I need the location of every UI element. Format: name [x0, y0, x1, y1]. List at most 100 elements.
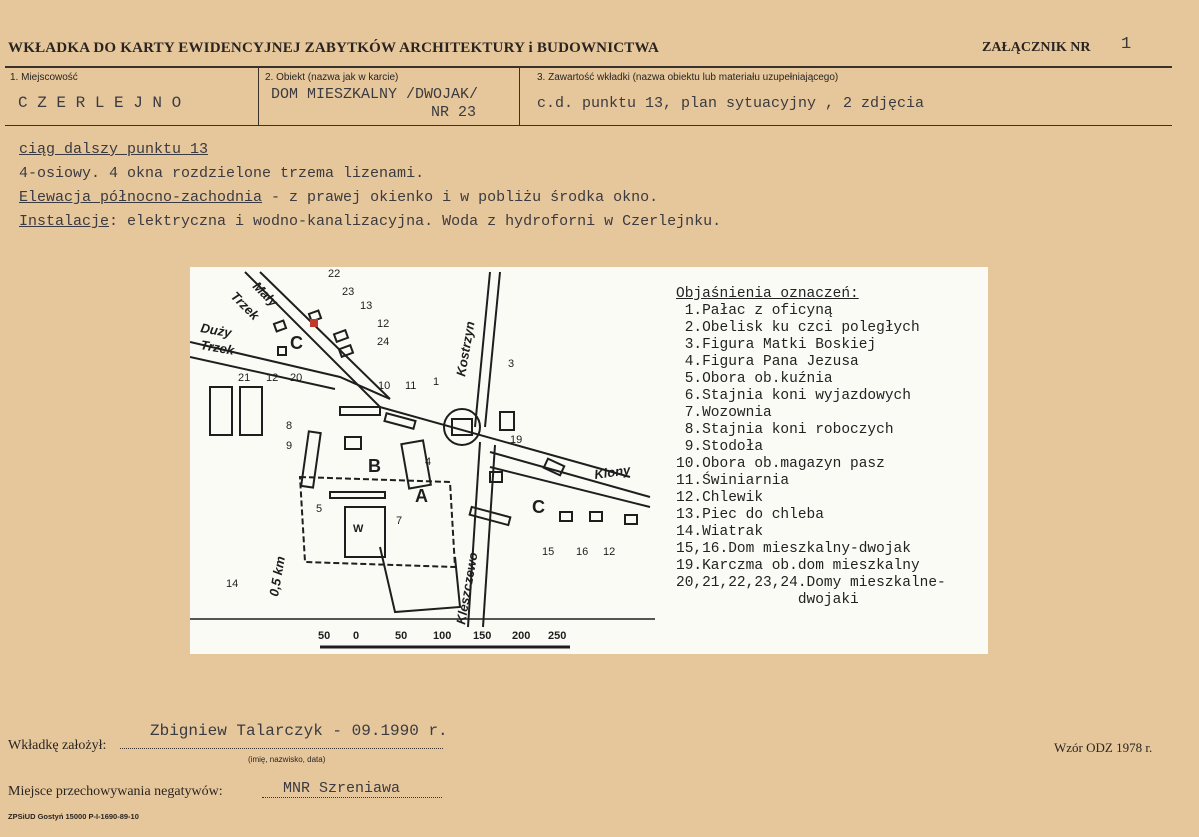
building-5	[329, 491, 386, 499]
legend-item: 20,21,22,23,24.Domy mieszkalne-	[676, 575, 946, 591]
label-area-c-east: C	[532, 497, 545, 517]
form-model: Wzór ODZ 1978 r.	[1054, 740, 1153, 755]
farm-yard-boundary	[298, 475, 457, 569]
road-maly-trzek-edge	[259, 271, 391, 400]
legend-title: Objaśnienia oznaczeń:	[676, 286, 859, 302]
label-11: 11	[405, 380, 416, 392]
scale-tick-100: 100	[433, 630, 451, 642]
negatives-line	[262, 797, 442, 798]
road-kleszczewo	[467, 441, 481, 628]
road-klony-edge	[489, 466, 651, 508]
legend-item: 11.Świniarnia	[676, 473, 790, 489]
body-line-3-heading: Elewacja północno-zachodnia	[19, 189, 263, 206]
label-24: 24	[377, 336, 389, 348]
body-line-1: ciąg dalszy punktu 13	[19, 141, 209, 158]
legend-item: 3.Figura Matki Boskiej	[676, 337, 877, 353]
label-3: 3	[508, 358, 514, 370]
legend-item: dwojaki	[676, 592, 859, 608]
building-21	[209, 386, 233, 436]
scale-tick-250: 250	[548, 630, 566, 642]
label-20: 20	[290, 372, 302, 384]
road-klony	[489, 451, 651, 498]
park-boundary	[379, 546, 462, 614]
legend-item: 19.Karczma ob.dom mieszkalny	[676, 558, 920, 574]
label-7: 7	[396, 515, 402, 527]
building-22	[272, 319, 288, 333]
founder-label: Wkładkę założył:	[8, 738, 107, 753]
label-5: 5	[316, 503, 322, 515]
annex-label: ZAŁĄCZNIK NR	[982, 40, 1091, 55]
label-13: 13	[360, 300, 372, 312]
building-15	[559, 511, 573, 522]
body-line-4-text: : elektryczna i wodno-kanalizacyjna. Wod…	[109, 213, 722, 230]
founder-hint: (imię, nazwisko, data)	[248, 755, 326, 764]
label-1: 1	[433, 376, 439, 388]
label-10: 10	[378, 380, 390, 392]
founder-line	[120, 748, 443, 749]
label-12b: 12	[266, 372, 278, 384]
building-small	[499, 411, 515, 431]
label-15: 15	[542, 546, 554, 558]
field-2-value: DOM MIESZKALNY /DWOJAK/ NR 23	[271, 86, 478, 122]
label-12: 12	[377, 318, 389, 330]
site-plan-drawing: Mały Trzek Duży Trzek Kostrzyn Klony Kle…	[190, 268, 655, 649]
legend-item: 10.Obora ob.magazyn pasz	[676, 456, 885, 472]
building-12	[337, 343, 355, 359]
field-divider-2	[519, 67, 520, 125]
church-circle	[443, 408, 481, 446]
label-9: 9	[286, 440, 292, 452]
body-line-2: 4-osiowy. 4 okna rozdzielone trzema lize…	[19, 165, 425, 182]
building-24	[332, 328, 350, 344]
map-legend: Objaśnienia oznaczeń: 1.Pałac z oficyną …	[676, 286, 946, 609]
building-c-north	[277, 346, 287, 356]
building-palace	[400, 439, 432, 490]
scale-tick-50a: 50	[318, 630, 330, 642]
body-line-4: Instalacje: elektryczna i wodno-kanaliza…	[19, 210, 721, 234]
label-19: 19	[510, 434, 522, 446]
legend-item: 6.Stajnia koni wyjazdowych	[676, 388, 911, 404]
legend-item: 1.Pałac z oficyną	[676, 303, 833, 319]
building-block	[239, 386, 263, 436]
legend-item: 8.Stajnia koni roboczych	[676, 422, 894, 438]
road-kostrzyn-edge	[474, 271, 491, 428]
road-kleszczewo-edge	[482, 444, 496, 628]
annex-number: 1	[1121, 35, 1132, 54]
legend-item: 4.Figura Pana Jezusa	[676, 354, 859, 370]
building-9	[344, 436, 362, 450]
building-16	[589, 511, 603, 522]
building-8	[300, 430, 322, 489]
label-trzek-2: Trzek	[199, 337, 236, 358]
building-19	[489, 471, 503, 483]
label-12c: 12	[603, 546, 615, 558]
field-3-label: 3. Zawartość wkładki (nazwa obiektu lub …	[537, 72, 839, 83]
label-area-a: A	[415, 486, 428, 506]
negatives-label: Miejsce przechowywania negatywów:	[8, 784, 223, 799]
label-21: 21	[238, 372, 250, 384]
legend-item: 9.Stodoła	[676, 439, 764, 455]
label-22: 22	[328, 268, 340, 280]
field-2-value-line2: NR 23	[431, 104, 477, 121]
field-1-label: 1. Miejscowość	[10, 72, 78, 83]
building-w	[344, 506, 386, 558]
scale-tick-0: 0	[353, 630, 359, 642]
label-area-c: C	[290, 333, 303, 353]
road-duzy-trzek	[190, 341, 391, 400]
fields-rule	[5, 125, 1172, 126]
field-2-value-line1: DOM MIESZKALNY /DWOJAK/	[271, 86, 479, 103]
label-distance: 0,5 km	[266, 555, 288, 598]
body-line-3: Elewacja północno-zachodnia - z prawej o…	[19, 186, 721, 210]
print-info: ZPSiUD Gostyń 15000 P-I-1690-89-10	[8, 812, 139, 821]
label-area-b: B	[368, 456, 381, 476]
building-10	[339, 406, 381, 416]
road-kostrzyn	[484, 271, 501, 428]
label-klony: Klony	[593, 462, 632, 482]
building-east	[542, 457, 566, 477]
legend-item: 13.Piec do chleba	[676, 507, 824, 523]
label-duzy: Duży	[199, 320, 233, 340]
label-w: W	[353, 523, 364, 535]
legend-item: 7.Wozownia	[676, 405, 772, 421]
label-14: 14	[226, 578, 238, 590]
road-duzy-trzek-edge	[190, 356, 336, 390]
label-4: 4	[425, 456, 431, 468]
church-cross-box	[451, 418, 473, 436]
